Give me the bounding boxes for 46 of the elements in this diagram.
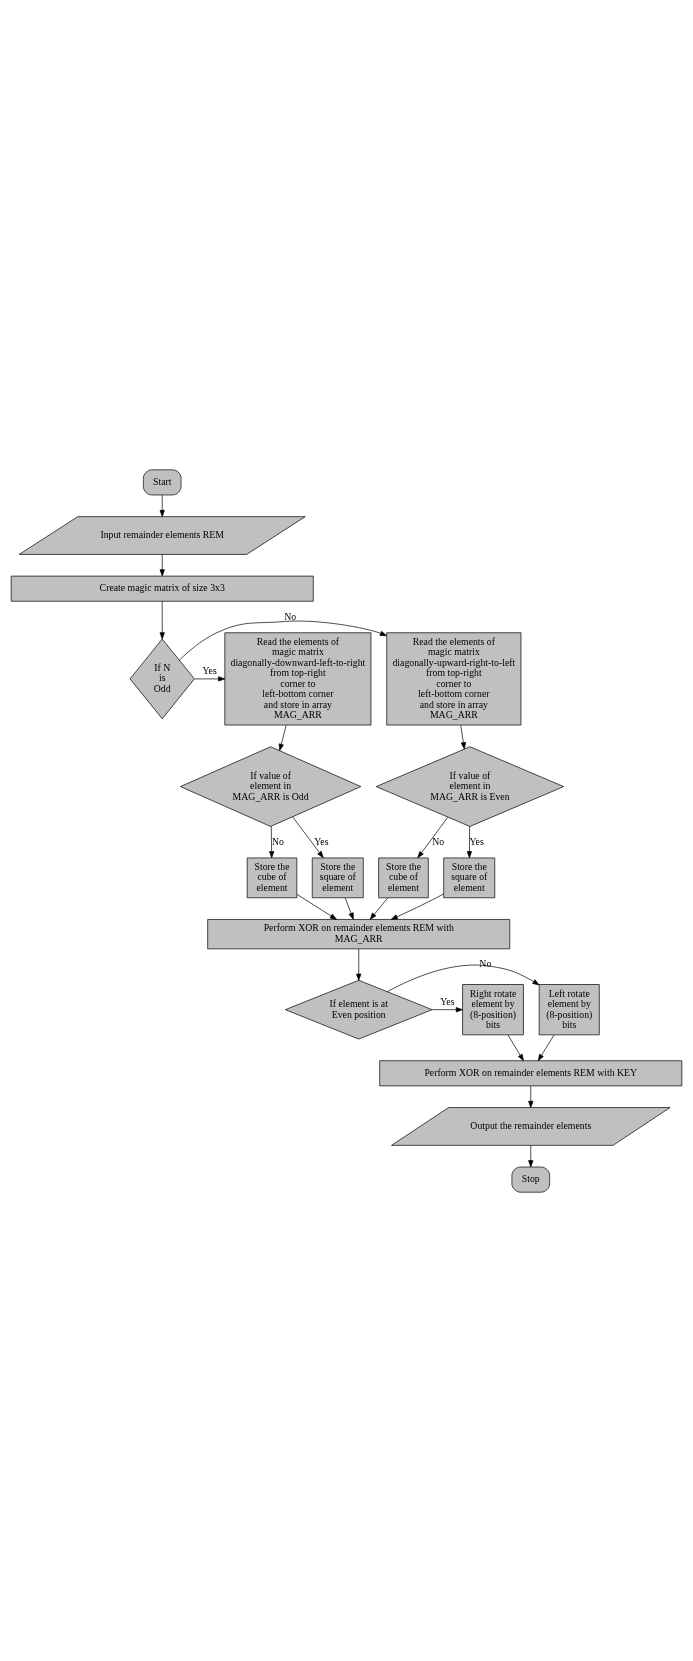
node-box: Store the cube of element: [378, 857, 429, 898]
arrow: [292, 816, 324, 858]
edge-label: Yes: [469, 835, 484, 847]
arrow: [356, 948, 362, 981]
edge-label: Yes: [440, 995, 455, 1007]
node-box: Perform XOR on remainder elements REM with MAG_ARR: [207, 918, 511, 949]
arrow: [278, 724, 287, 751]
arrow: [369, 897, 388, 920]
arrow: [466, 825, 472, 858]
arrow: [159, 600, 165, 639]
node-box: Store the cube of element: [246, 857, 298, 898]
node-box: Store the square of element: [443, 857, 496, 898]
edge-label: Yes: [314, 835, 329, 847]
arrow: [507, 1034, 524, 1061]
node-diamond: If value of element in MAG_ARR is Even: [375, 745, 564, 827]
node-box: Create magic matrix of size 3x3: [10, 575, 314, 602]
edge-label: No: [271, 835, 284, 847]
node-box: Store the square of element: [311, 857, 364, 898]
arrow: [159, 494, 165, 517]
node-box: Stop: [511, 1166, 550, 1193]
node-diamond: If element is at Even position: [284, 979, 433, 1039]
arrow: [194, 675, 226, 681]
node-box: Start: [143, 468, 182, 495]
node-box: Perform XOR on remainder elements REM with KEY: [379, 1059, 683, 1086]
edge-label: No: [479, 957, 492, 969]
arrow: [390, 893, 444, 920]
edge-label: No: [432, 835, 445, 847]
arrow: [179, 620, 387, 660]
arrow: [344, 897, 354, 920]
arrow: [269, 825, 275, 858]
arrow: [296, 893, 337, 920]
edge-label: No: [284, 610, 297, 622]
arrow: [386, 964, 540, 992]
node-box: Read the elements of magic matrix diagonally-downward-left-to-right from top-right corner to left-bottom corner and store in array MAG_ARR: [224, 631, 372, 725]
arrow: [159, 553, 165, 576]
node-box: Read the elements of magic matrix diagonally-upward-right-to-left from top-right corner to left-bottom corner and store in array MAG_ARR: [386, 631, 522, 725]
arrow: [460, 724, 466, 749]
arrow: [528, 1085, 534, 1108]
arrow: [432, 1006, 463, 1012]
arrow: [417, 816, 449, 858]
edge-label: Yes: [202, 664, 217, 676]
node-diamond: If N is Odd: [129, 638, 195, 719]
arrow: [537, 1034, 555, 1061]
arrow: [528, 1144, 534, 1167]
node-box: Left rotate element by (8-position) bits: [538, 983, 600, 1035]
node-box: Right rotate element by (8-position) bits: [462, 983, 524, 1035]
